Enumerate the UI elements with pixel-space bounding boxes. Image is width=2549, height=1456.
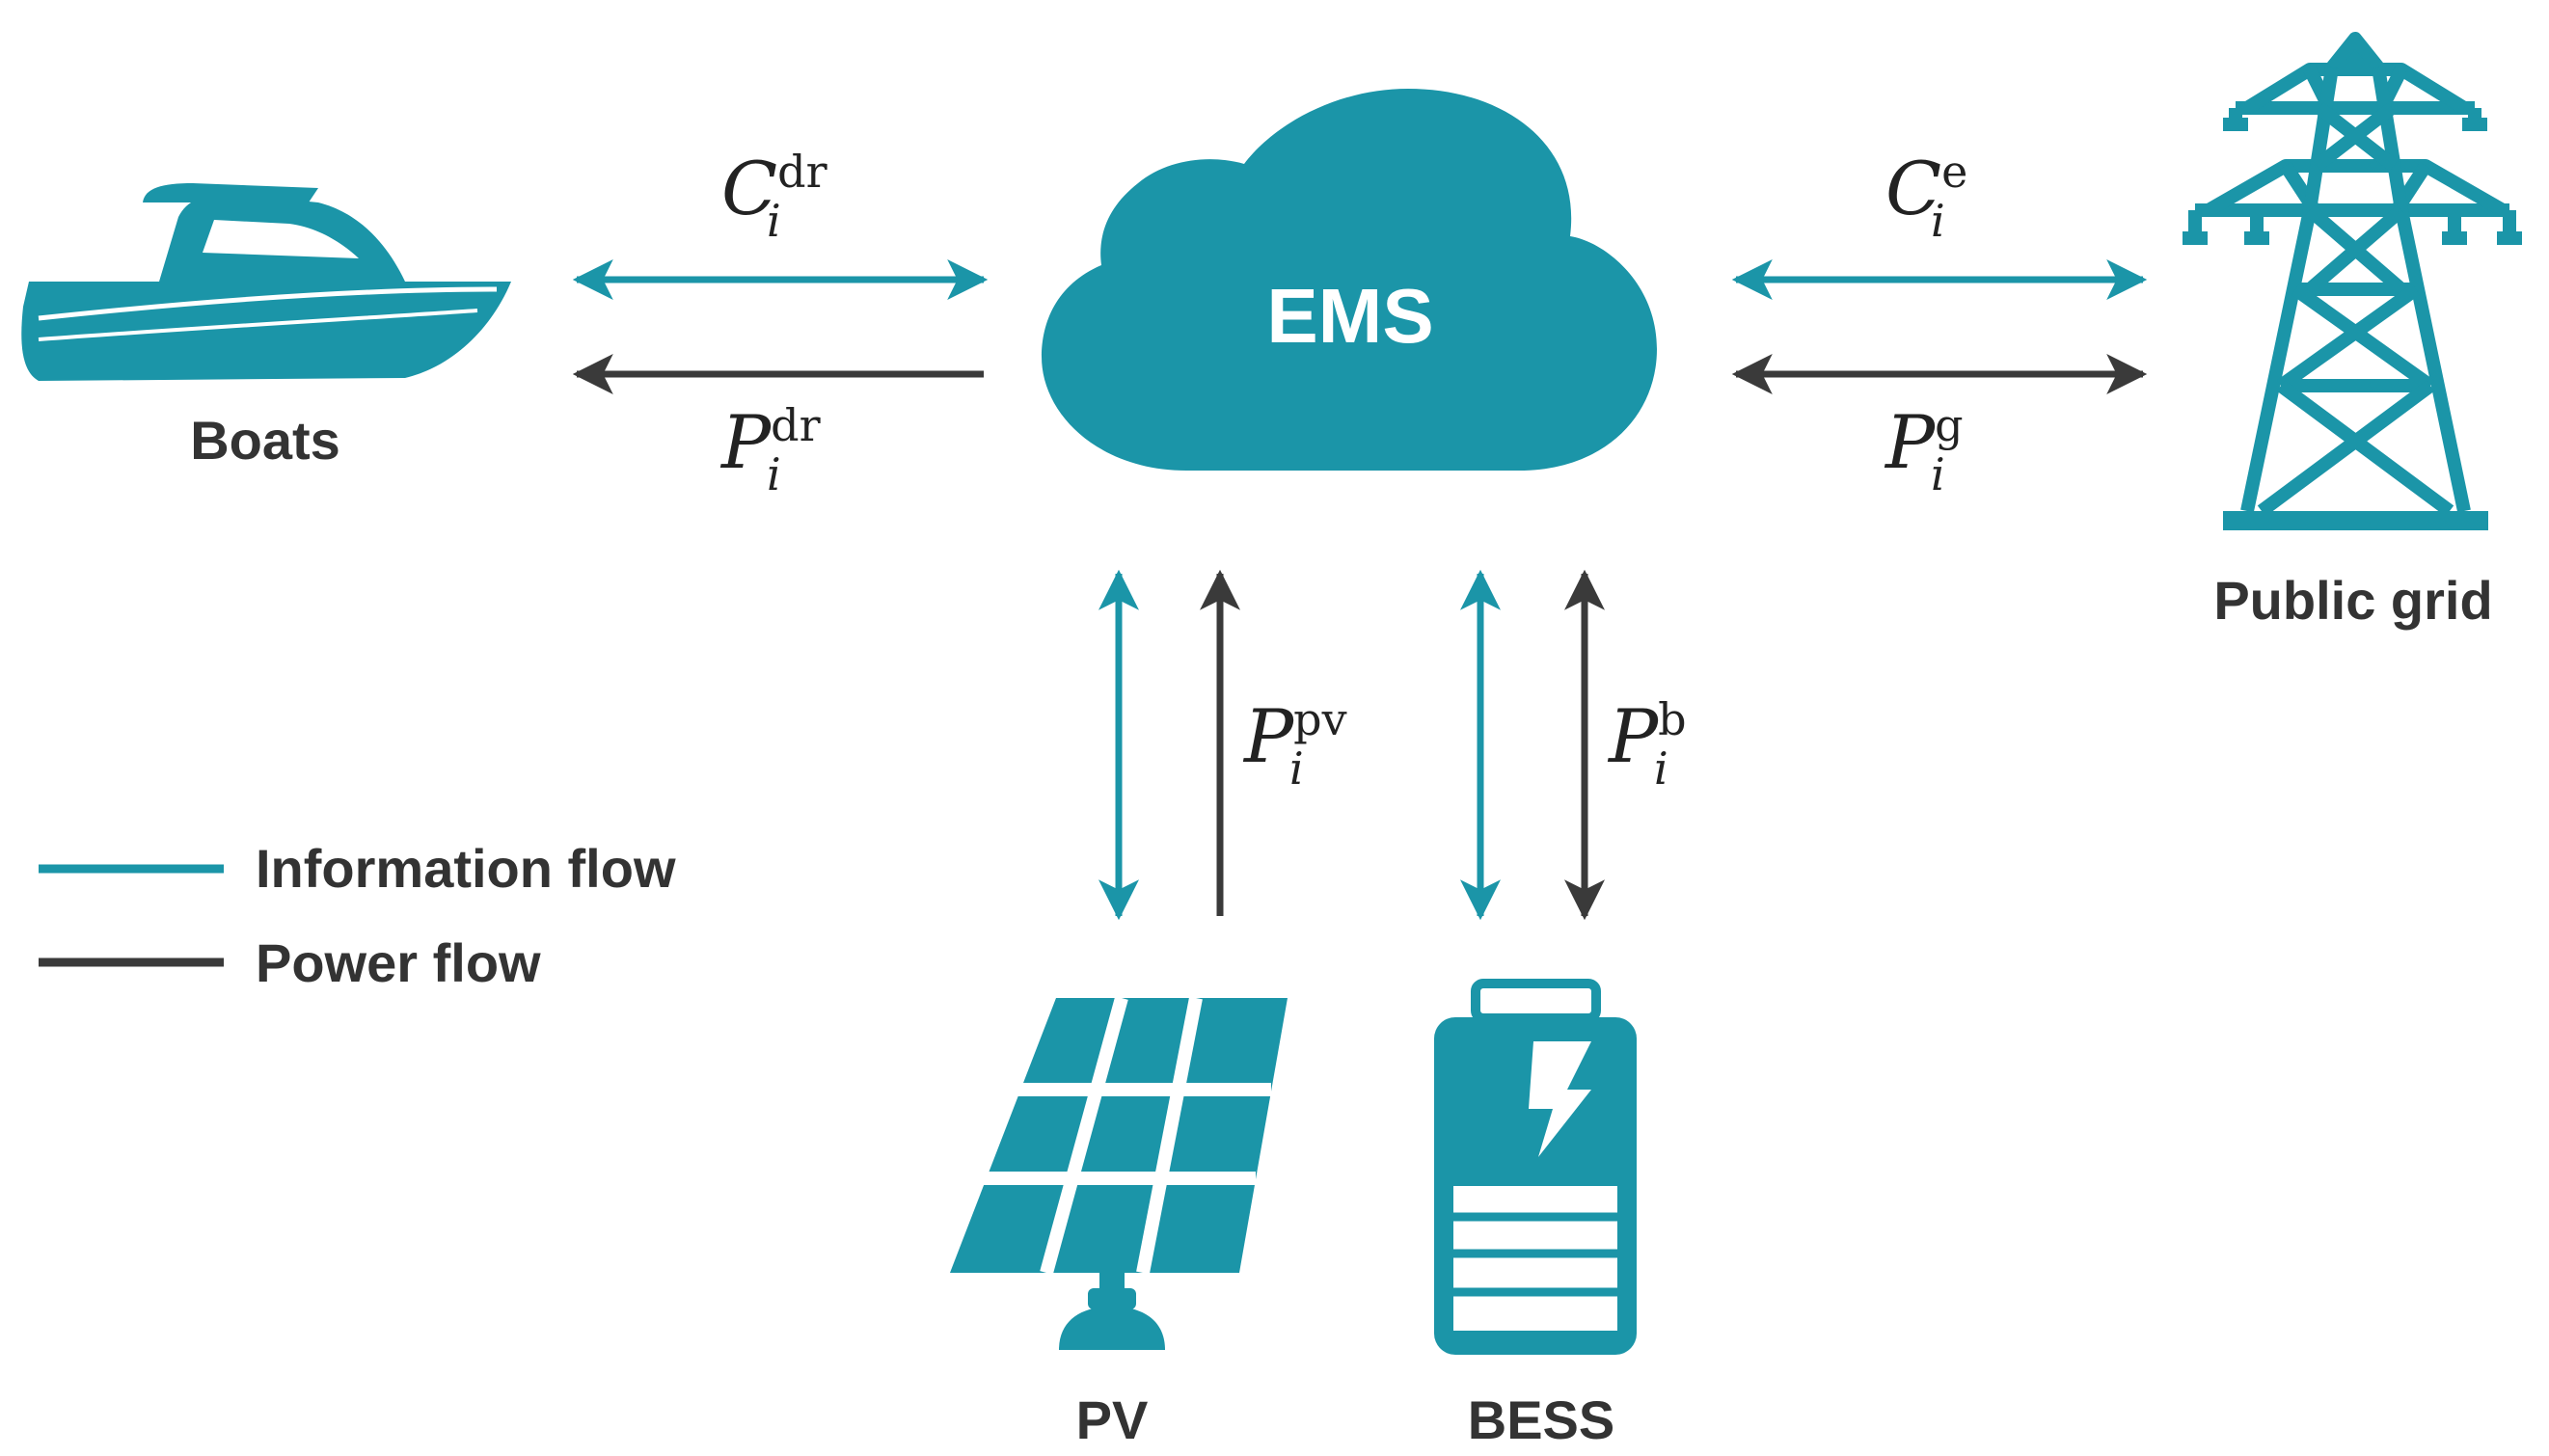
insulator-caps: [2183, 118, 2522, 245]
pv-power-sub: i: [1289, 742, 1304, 795]
transmission-tower-icon: [2188, 32, 2516, 530]
grid-info-label: Ce: [1885, 146, 1967, 231]
boat-icon: [21, 183, 511, 381]
boats-info-sub: i: [767, 195, 781, 247]
boats-info-label: Cdr: [721, 146, 827, 231]
pv-label: PV: [1076, 1389, 1149, 1450]
grid-power-sub: i: [1931, 448, 1945, 500]
legend-power-label: Power flow: [256, 932, 541, 993]
grid-info-sub: i: [1931, 195, 1945, 247]
bess-label: BESS: [1468, 1389, 1615, 1450]
legend: Information flow Power flow: [39, 838, 676, 993]
bess-power-label: Pb: [1607, 693, 1687, 779]
legend-info-label: Information flow: [256, 838, 676, 899]
cloud-icon: [1042, 89, 1657, 471]
battery-icon: [1434, 979, 1637, 1355]
boats-power-label: Pdr: [719, 399, 821, 485]
solar-panel-icon: [950, 996, 1288, 1350]
grid-power-label: Pg: [1884, 399, 1964, 485]
boats-label: Boats: [190, 410, 340, 471]
ems-label: EMS: [1266, 273, 1433, 359]
public-grid-label: Public grid: [2213, 570, 2492, 631]
boats-power-sub: i: [767, 448, 781, 500]
pv-power-label: Ppv: [1242, 693, 1347, 779]
bess-power-sub: i: [1654, 742, 1668, 795]
